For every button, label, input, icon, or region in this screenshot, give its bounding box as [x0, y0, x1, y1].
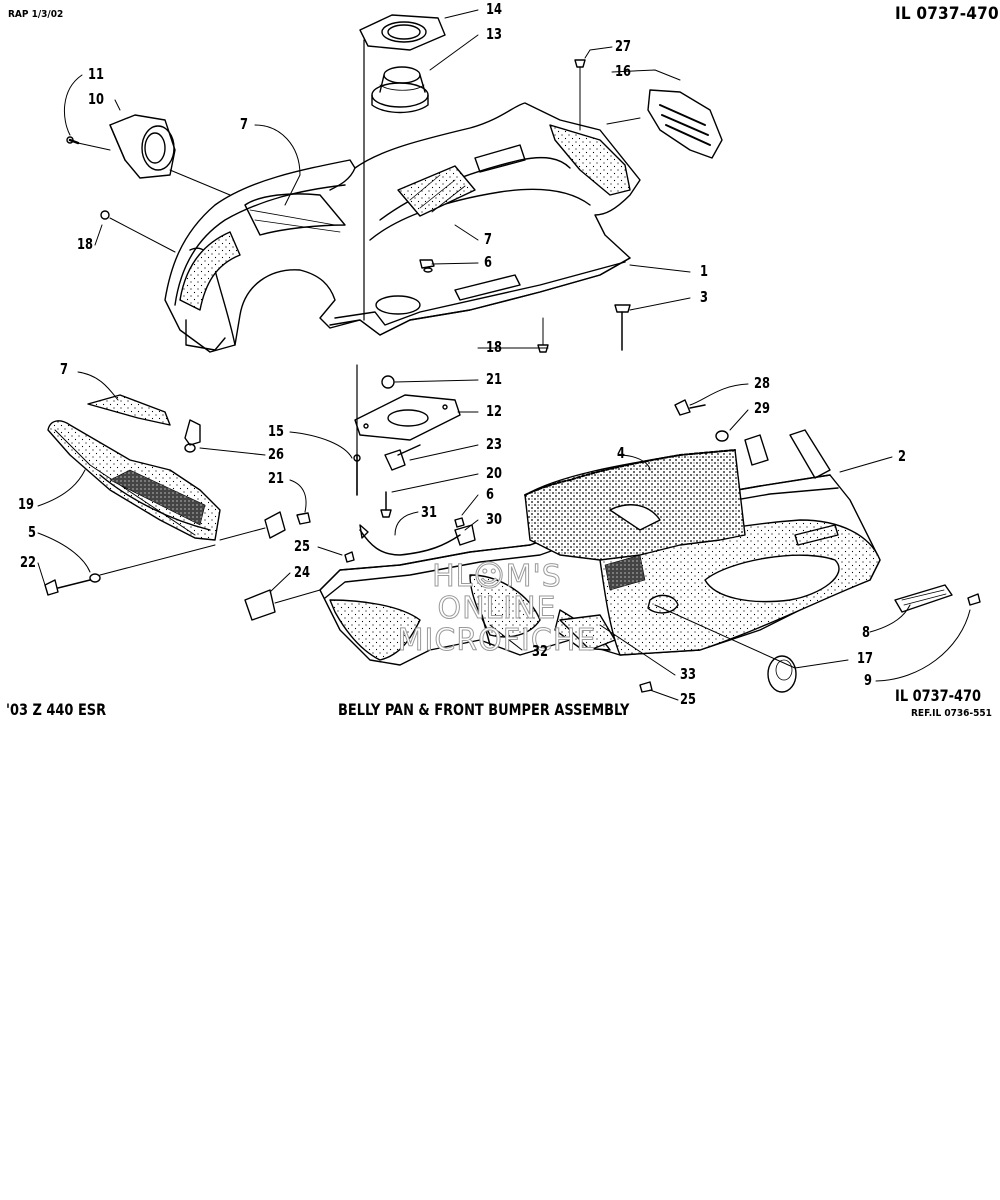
- callout-18-left: 18: [77, 235, 93, 253]
- nut-part-21a: [381, 375, 395, 389]
- screen-part-4: [524, 449, 746, 561]
- callout-6-upper: 6: [484, 253, 492, 271]
- nut-part-6a: [419, 259, 435, 269]
- bolt-part-28: [674, 399, 706, 416]
- panel-part-33: [559, 614, 616, 651]
- callout-32: 32: [532, 642, 548, 660]
- bumper-part-19: [47, 420, 221, 541]
- callout-1: 1: [700, 262, 708, 280]
- watermark-line-2: ONLINE: [437, 591, 557, 626]
- screw-part-25b: [639, 681, 653, 693]
- bolt-part-20: [380, 491, 392, 518]
- screw-part-25a: [344, 551, 355, 563]
- callout-22: 22: [20, 553, 36, 571]
- callout-27: 27: [615, 37, 631, 55]
- watermark-line-3: MICROFICHE: [397, 623, 597, 658]
- header-illustration-number: IL 0737-470: [895, 4, 999, 24]
- screw-part-27: [574, 59, 586, 131]
- callout-33: 33: [680, 665, 696, 683]
- callout-29: 29: [754, 399, 770, 417]
- bolt-part-22: [44, 544, 216, 596]
- callout-15: 15: [268, 422, 284, 440]
- leader-lines: [37, 9, 971, 701]
- duct-leader: [77, 142, 231, 196]
- callout-6-lower: 6: [486, 485, 494, 503]
- callout-4: 4: [617, 444, 625, 462]
- header-date: RAP 1/3/02: [8, 9, 64, 20]
- washer-part-29: [715, 430, 729, 442]
- callout-2: 2: [898, 447, 906, 465]
- callout-7-lower: 7: [60, 360, 68, 378]
- callout-26: 26: [268, 445, 284, 463]
- rivet-part-9: [967, 593, 981, 606]
- callout-11: 11: [88, 65, 104, 83]
- callout-20: 20: [486, 464, 502, 482]
- callout-16: 16: [615, 62, 631, 80]
- boot-part-13: [371, 66, 429, 114]
- callout-21-lower: 21: [268, 469, 284, 487]
- clip-part-30: [454, 524, 476, 546]
- callout-7-upper: 7: [240, 115, 248, 133]
- footer-model: '03 Z 440 ESR: [6, 700, 107, 719]
- callout-19: 19: [18, 495, 34, 513]
- watermark-line-1: HL☺M'S: [432, 559, 562, 594]
- callout-25-left: 25: [294, 537, 310, 555]
- callout-7-window: 7: [484, 230, 492, 248]
- callout-31: 31: [421, 503, 437, 521]
- bolt-part-18b: [537, 317, 549, 353]
- callout-17: 17: [857, 649, 873, 667]
- pin-part-32: [481, 614, 491, 646]
- watermark: HL☺M'S ONLINE MICROFICHE: [392, 559, 602, 658]
- bracket-part-24: [244, 589, 321, 621]
- callout-14: 14: [486, 0, 502, 18]
- bracket-part-23: [384, 444, 421, 471]
- callout-10: 10: [88, 90, 104, 108]
- cable-part-31: [359, 524, 461, 556]
- belly-pan-upper: [164, 102, 641, 353]
- nut-part-21b: [296, 512, 311, 525]
- window-part-7c: [87, 394, 171, 426]
- duct-part-10: [66, 114, 176, 179]
- callout-5: 5: [28, 523, 36, 541]
- bracket-plate: [219, 511, 286, 541]
- callout-13: 13: [486, 25, 502, 43]
- footer-reference: REF.IL 0736-551: [911, 708, 992, 719]
- callout-18-lower: 18: [486, 338, 502, 356]
- footer-assembly-title: BELLY PAN & FRONT BUMPER ASSEMBLY: [338, 700, 630, 719]
- gasket-part-14: [359, 14, 446, 51]
- side-bracket: [744, 429, 831, 479]
- washer-part-5: [89, 573, 101, 583]
- plug-part-17: [767, 655, 797, 693]
- pin-part-15: [353, 454, 361, 496]
- reflector-part-8: [894, 584, 953, 613]
- louver-part-16: [606, 89, 723, 159]
- nut-part-6b: [454, 517, 465, 528]
- callout-30: 30: [486, 510, 502, 528]
- callout-23: 23: [486, 435, 502, 453]
- clip-part-26: [184, 419, 201, 453]
- callout-3: 3: [700, 288, 708, 306]
- callout-24: 24: [294, 563, 310, 581]
- footer-illustration-number: IL 0737-470: [895, 686, 982, 705]
- bolt-part-18a: [100, 210, 176, 253]
- callout-9: 9: [864, 671, 872, 689]
- callout-8: 8: [862, 623, 870, 641]
- callout-25-lower: 25: [680, 690, 696, 708]
- callout-12: 12: [486, 402, 502, 420]
- rivet-part-3: [614, 304, 631, 351]
- callout-28: 28: [754, 374, 770, 392]
- plate-part-12: [354, 394, 461, 441]
- callout-21-upper: 21: [486, 370, 502, 388]
